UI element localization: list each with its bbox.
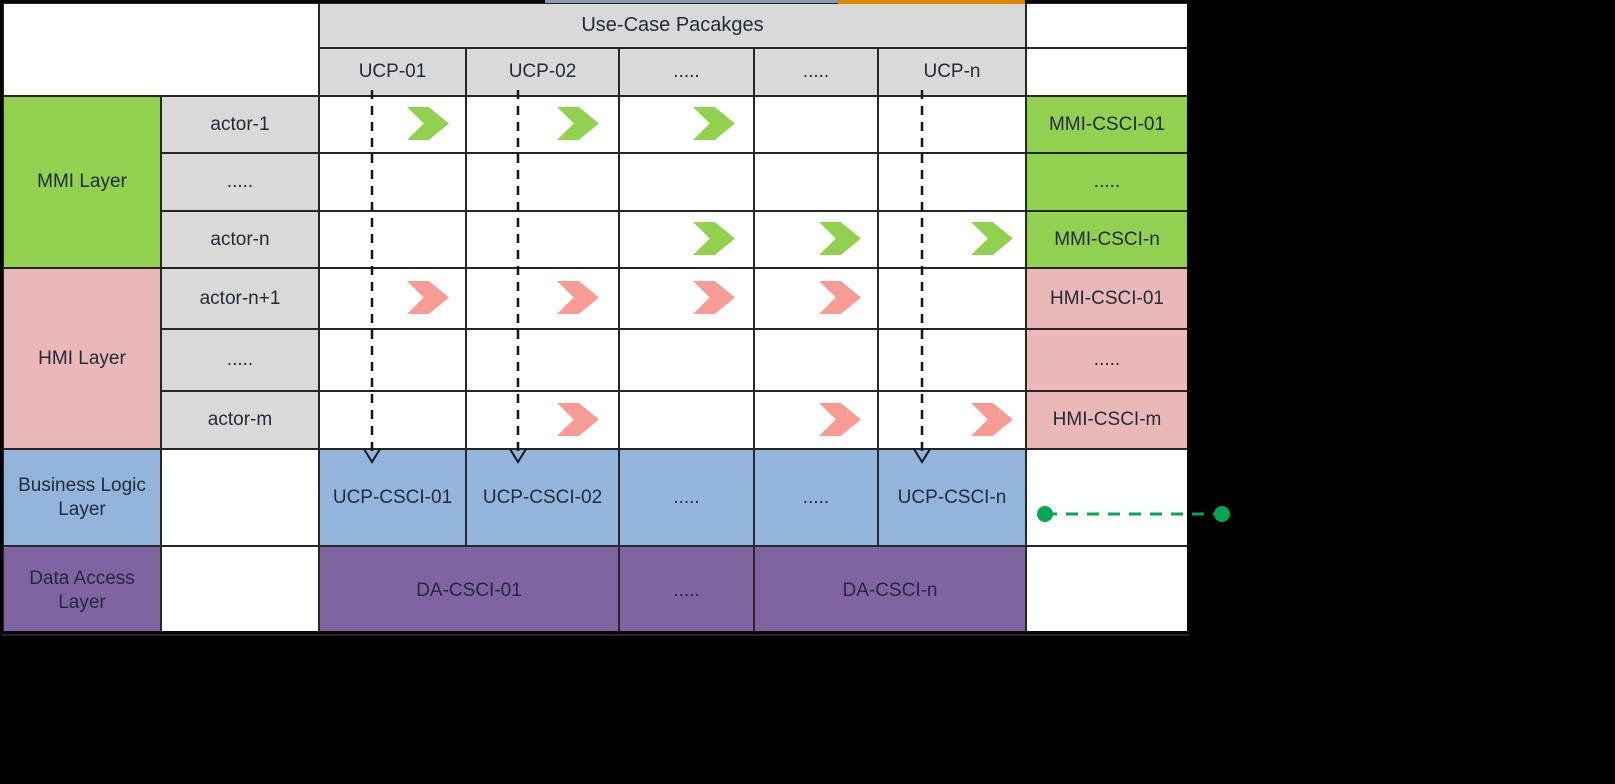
layer-label-data-access: Data Access Layer xyxy=(2,545,162,636)
business-cell-ucp-csci-n: UCP-CSCI-n xyxy=(877,448,1027,547)
grid-cell xyxy=(877,328,1027,392)
column-header-ucp-n: UCP-n xyxy=(877,47,1027,97)
layer-label-hmi: HMI Layer xyxy=(2,267,162,450)
business-cell-ucp-csci-02: UCP-CSCI-02 xyxy=(465,448,620,547)
csci-cell-mmi-01: MMI-CSCI-01 xyxy=(1025,95,1189,154)
grid-cell xyxy=(877,267,1027,330)
csci-cell-mmi-dots: ..... xyxy=(1025,152,1189,212)
top-accent-orange-strip xyxy=(838,0,1025,4)
top-accent-slate-strip xyxy=(545,0,838,3)
csci-cell-hmi-01: HMI-CSCI-01 xyxy=(1025,267,1189,330)
csci-cell-business-blank xyxy=(1025,448,1189,547)
data-cell-da-csci-n: DA-CSCI-n xyxy=(753,545,1027,636)
business-cell-dots-2: ..... xyxy=(753,448,879,547)
actor-cell-hmi-dots: ..... xyxy=(160,328,320,392)
layer-label-mmi: MMI Layer xyxy=(2,95,162,269)
actor-cell-actor-n1: actor-n+1 xyxy=(160,267,320,330)
data-cell-dots: ..... xyxy=(618,545,755,636)
actor-cell-actor-m: actor-m xyxy=(160,390,320,450)
data-cell-da-csci-01: DA-CSCI-01 xyxy=(318,545,620,636)
business-cell-ucp-csci-01: UCP-CSCI-01 xyxy=(318,448,467,547)
grid-cell xyxy=(318,390,467,450)
table-outer-border xyxy=(0,0,1190,634)
csci-cell-data-blank xyxy=(1025,545,1189,636)
header-corner-cell xyxy=(2,2,320,97)
layer-label-business-logic: Business Logic Layer xyxy=(2,448,162,547)
grid-cell xyxy=(618,390,755,450)
business-cell-dots-1: ..... xyxy=(618,448,755,547)
grid-cell xyxy=(465,328,620,392)
header-right-blank-1 xyxy=(1025,2,1189,49)
column-header-ucp-dots-2: ..... xyxy=(753,47,879,97)
connector-endpoint-dot-right xyxy=(1214,506,1230,522)
column-header-ucp-02: UCP-02 xyxy=(465,47,620,97)
